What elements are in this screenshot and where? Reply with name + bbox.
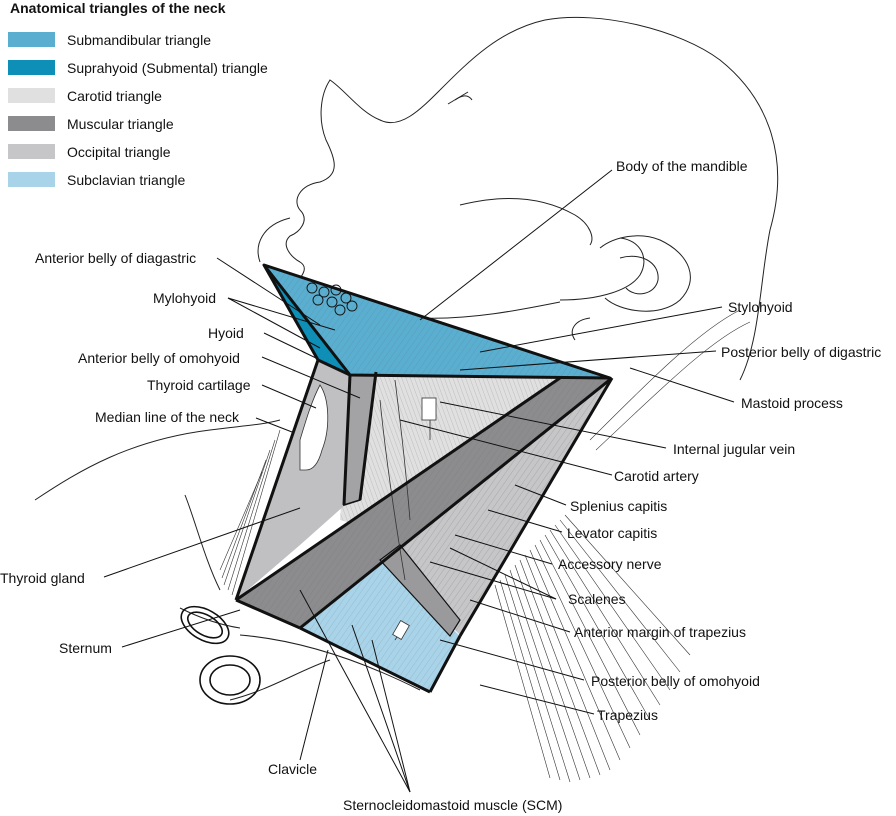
omohyoid-posterior-band [379, 544, 461, 637]
torso-outline [34, 419, 421, 701]
label-anterior-margin-trapezius: Anterior margin of trapezius [574, 624, 746, 640]
label-carotid-artery: Carotid artery [614, 468, 699, 484]
label-clavicle: Clavicle [268, 761, 318, 777]
legend-label: Occipital triangle [67, 144, 171, 160]
label-anterior-belly-diagastric: Anterior belly of diagastric [35, 250, 197, 266]
label-levator-capitis: Levator capitis [567, 525, 658, 541]
label-mylohyoid: Mylohyoid [153, 290, 217, 306]
legend-swatch [8, 88, 55, 103]
label-posterior-belly-omohyoid: Posterior belly of omohyoid [591, 673, 760, 689]
label-thyroid-gland: Thyroid gland [0, 570, 85, 586]
label-anterior-belly-omohyoid: Anterior belly of omohyoid [78, 350, 240, 366]
sternum-rings [180, 605, 261, 705]
legend-label: Submandibular triangle [67, 32, 211, 48]
label-mastoid-process: Mastoid process [741, 395, 843, 411]
diagram-title: Anatomical triangles of the neck [10, 0, 226, 16]
thyroid-cartilage-shape [299, 384, 329, 471]
label-posterior-belly-digastric: Posterior belly of digastric [721, 344, 882, 360]
legend-label: Subclavian triangle [67, 172, 186, 188]
label-thyroid-cartilage: Thyroid cartilage [147, 377, 251, 393]
occipital-hatch [380, 378, 610, 635]
label-scalenes: Scalenes [568, 591, 626, 607]
legend-swatch [8, 172, 55, 187]
scm-band-hatch [236, 378, 612, 628]
neck-fibers-left [219, 429, 281, 596]
vessels [379, 379, 437, 641]
legend-swatch [8, 144, 55, 159]
label-body-of-mandible: Body of the mandible [616, 158, 748, 174]
legend-swatch [8, 116, 55, 131]
label-stylohyoid: Stylohyoid [728, 299, 793, 315]
label-scm: Sternocleidomastoid muscle (SCM) [343, 797, 563, 813]
label-median-line: Median line of the neck [95, 409, 239, 425]
label-splenius-capitis: Splenius capitis [570, 498, 668, 514]
legend-label: Suprahyoid (Submental) triangle [67, 60, 268, 76]
label-internal-jugular-vein: Internal jugular vein [673, 441, 796, 457]
legend-swatch [8, 32, 55, 47]
label-sternum: Sternum [59, 640, 112, 656]
leader-lines [103, 169, 735, 793]
label-accessory-nerve: Accessory nerve [558, 556, 662, 572]
label-trapezius: Trapezius [597, 707, 658, 723]
legend-label: Carotid triangle [67, 88, 162, 104]
subclavian-hatch [300, 560, 460, 692]
legend-label: Muscular triangle [67, 116, 174, 132]
label-hyoid: Hyoid [208, 325, 244, 341]
triangle-outlines [234, 263, 614, 694]
legend-swatch [8, 60, 55, 75]
